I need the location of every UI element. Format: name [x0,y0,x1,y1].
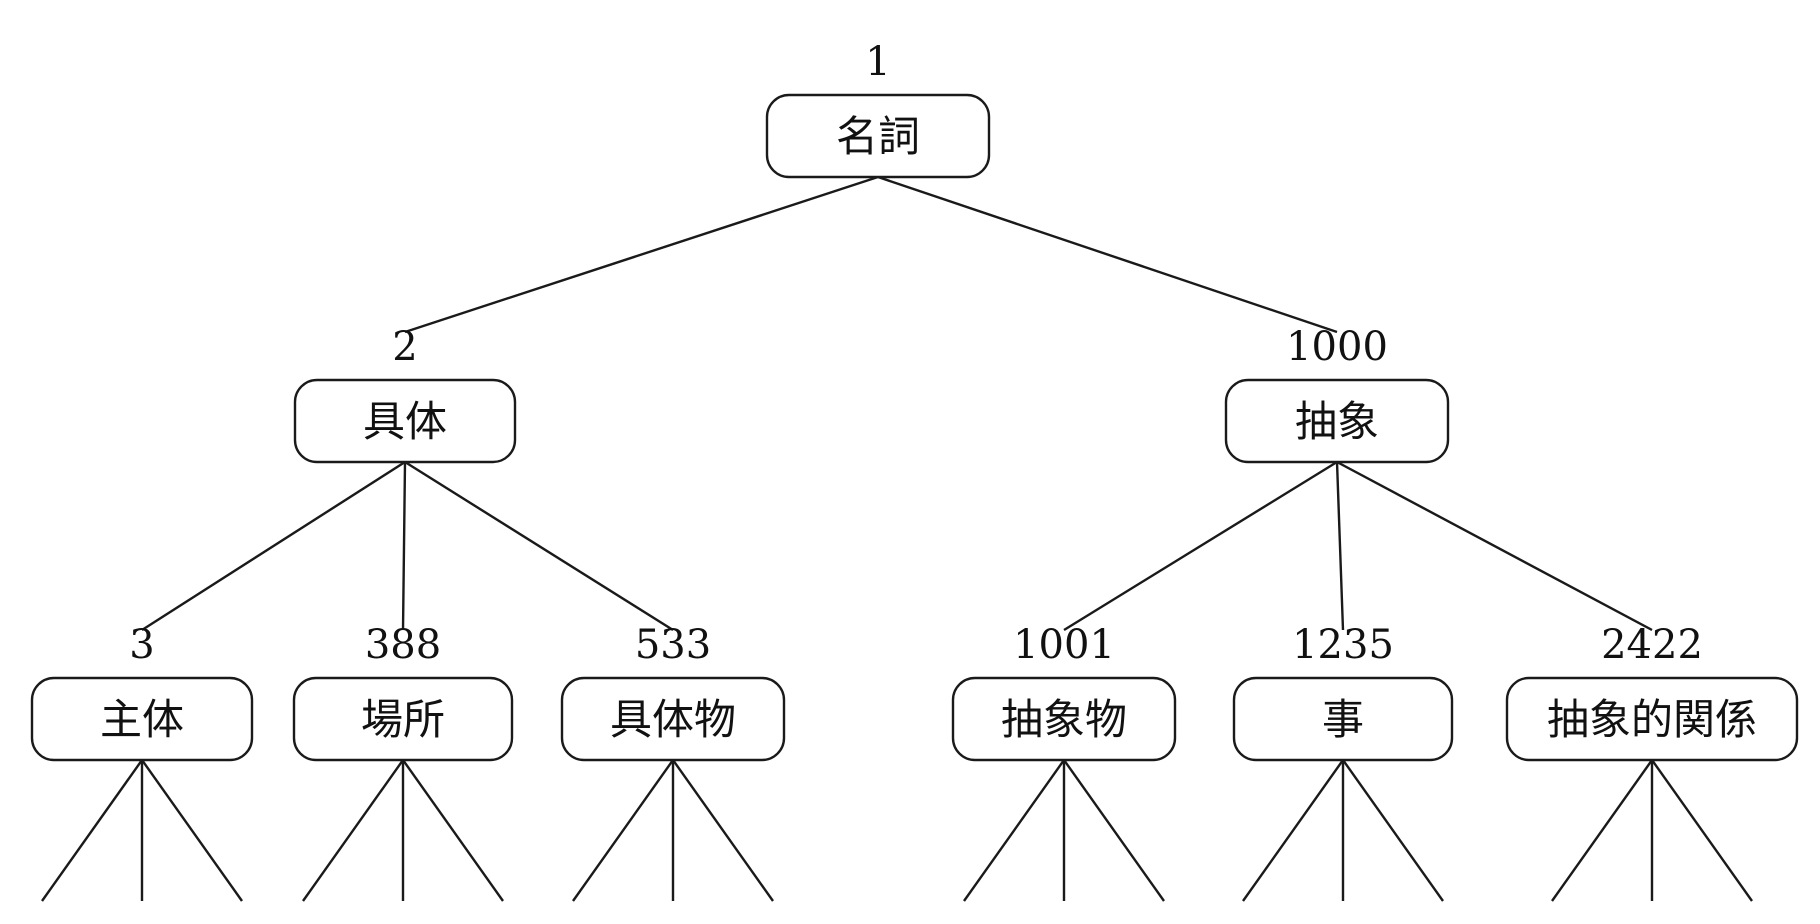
edge-1000-to-1001 [1063,460,1338,632]
node-label: 事 [1322,695,1364,744]
node-label: 主体 [100,695,184,744]
tree-node-533: 533 具体物 [560,622,786,762]
node-label: 場所 [361,695,445,744]
node-box [30,676,254,762]
node-id: 1235 [1292,622,1394,668]
node-box [560,676,786,762]
stub-2422-right [1651,759,1753,902]
tree-node-3: 3 主体 [30,622,254,762]
node-box [1224,378,1450,464]
stub-2422-left [1551,759,1653,902]
edge-1000-to-2422 [1336,460,1653,632]
node-id: 388 [365,622,441,668]
node-id: 533 [635,622,711,668]
node-box [292,676,514,762]
edge-1000-to-1235 [1335,461,1345,631]
stub-388-right [402,759,504,902]
node-id: 1001 [1013,622,1115,668]
tree-node-1000: 1000 抽象 [1224,324,1450,464]
node-box [1232,676,1454,762]
edge-2-to-533 [404,460,674,632]
edge-1-to-1000 [877,175,1338,334]
stub-533-right [672,759,774,902]
edge-1-to-2 [404,175,879,334]
node-id: 2422 [1601,622,1703,668]
edge-2-to-3 [141,460,406,632]
tree-node-1001: 1001 抽象物 [951,622,1177,762]
node-label: 具体物 [610,695,736,744]
stub-1235-left [1242,759,1344,902]
node-label: 具体 [363,397,447,446]
tree-node-388: 388 場所 [292,622,514,762]
stub-388-left [302,759,404,902]
tree-node-1: 1 名詞 [765,39,991,179]
edges-layer [41,175,1753,902]
node-box [293,378,517,464]
node-id: 1000 [1286,324,1388,370]
edge-2-to-388 [401,461,407,631]
node-label: 抽象 [1295,397,1379,446]
tree-node-2422: 2422 抽象的関係 [1505,622,1799,762]
stub-3-right [141,759,243,902]
node-id: 2 [392,324,417,370]
node-label: 抽象物 [1001,695,1127,744]
node-box [765,93,991,179]
node-label: 抽象的関係 [1547,695,1757,744]
node-label: 名詞 [836,112,920,161]
tree-node-1235: 1235 事 [1232,622,1454,762]
node-id: 1 [865,39,890,85]
stub-1001-right [1063,759,1165,902]
nodes-layer: 1 名詞 2 具体 1000 抽象 3 主体 388 場所 533 具体物 1001 抽象物 1235 事 24… [30,39,1799,762]
tree-node-2: 2 具体 [293,324,517,464]
node-box [1505,676,1799,762]
stub-533-left [572,759,674,902]
stub-1001-left [963,759,1065,902]
stub-1235-right [1342,759,1444,902]
node-box [951,676,1177,762]
stub-3-left [41,759,143,902]
node-id: 3 [129,622,154,668]
